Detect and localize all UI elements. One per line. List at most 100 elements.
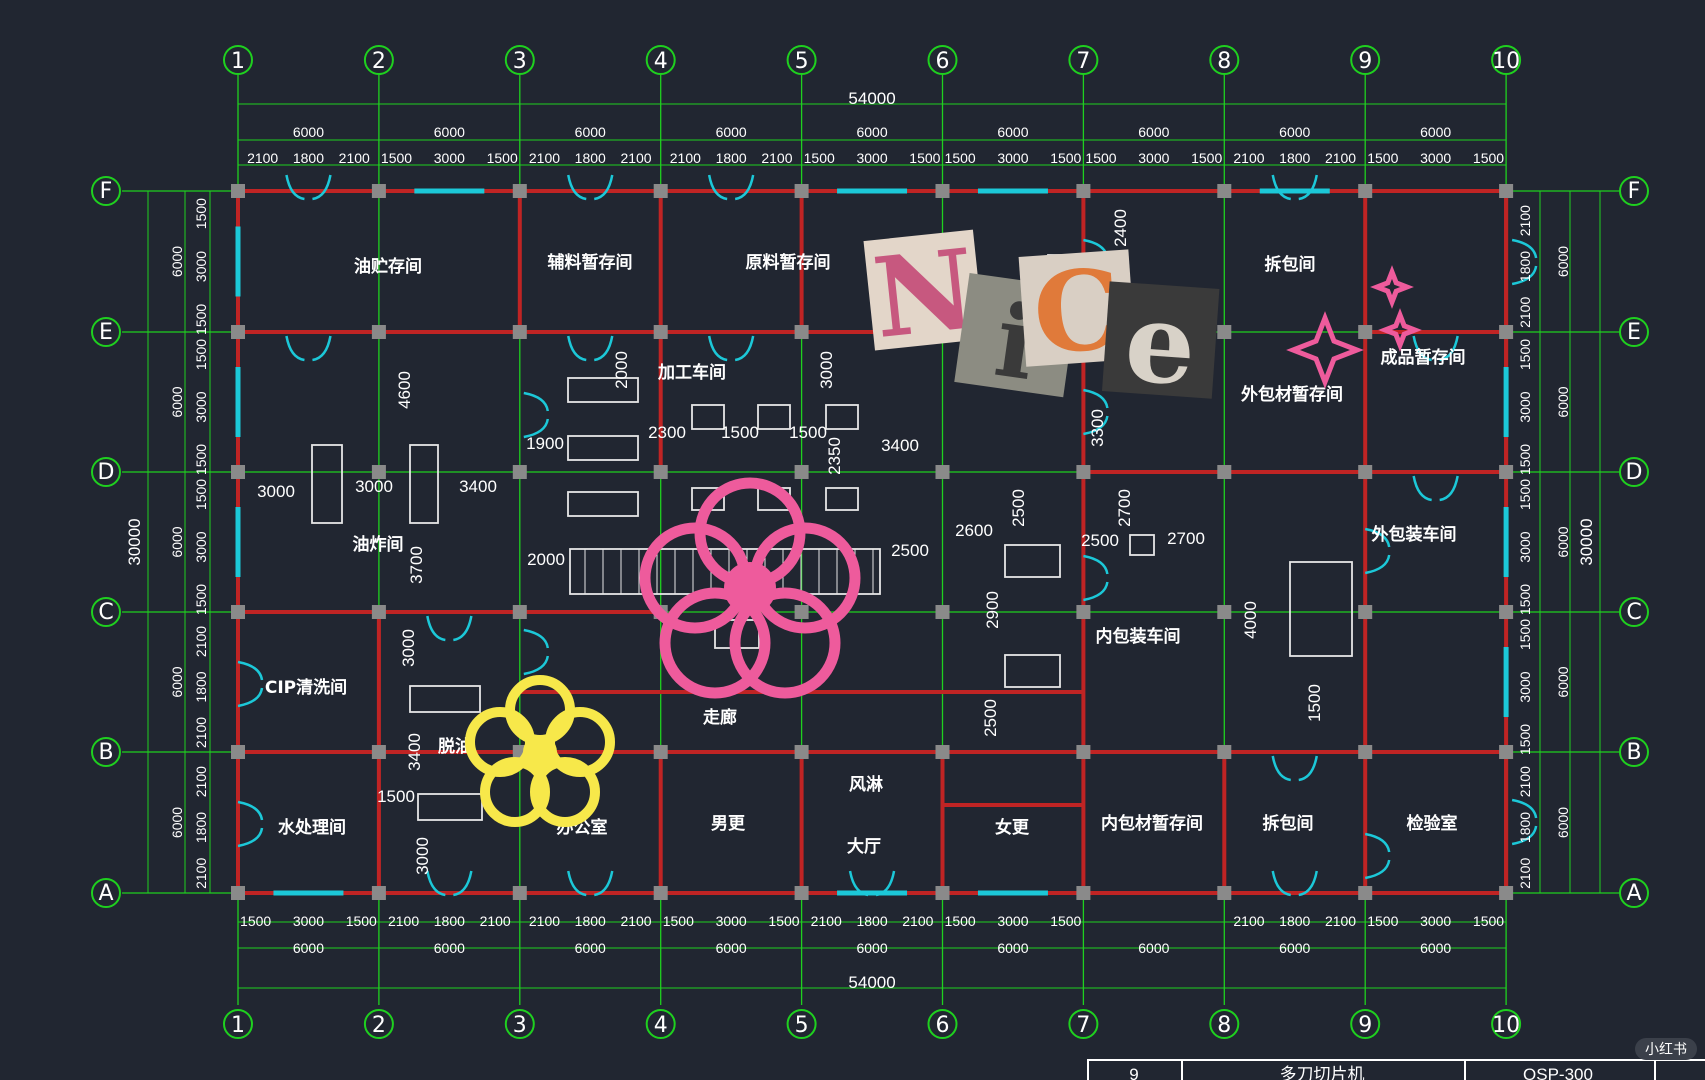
column-square (1499, 886, 1514, 900)
axis-label-row-B: B (1626, 740, 1641, 765)
axis-label-row-F: F (100, 179, 113, 204)
bottom-sub-dim: 1800 (1279, 913, 1310, 929)
bay-depth-right-0: 6000 (1555, 246, 1571, 277)
bay-depth-right-3: 6000 (1555, 666, 1571, 697)
side-sub-dim: 3000 (193, 391, 209, 422)
equipment-dimension: 2500 (981, 699, 1000, 737)
bottom-sub-dim: 3000 (293, 913, 324, 929)
top-sub-dim: 1500 (487, 150, 518, 166)
column-square (653, 465, 668, 479)
equipment-unit (691, 404, 725, 430)
column-square (935, 886, 950, 900)
equipment-unit (567, 377, 639, 403)
bay-width-top-0: 6000 (293, 124, 324, 140)
top-sub-dim: 3000 (856, 150, 887, 166)
packaging-machine (1289, 561, 1353, 657)
column-square (1358, 886, 1373, 900)
axis-label-col-8: 8 (1217, 1013, 1231, 1038)
top-sub-dim: 1500 (909, 150, 940, 166)
axis-bubble-col (927, 45, 958, 75)
overall-depth-left: 30000 (125, 518, 144, 565)
equipment-dimension: 2500 (1009, 489, 1028, 527)
axis-label-col-2: 2 (372, 49, 386, 74)
side-sub-dim: 3000 (1517, 391, 1533, 422)
bay-width-bottom-3: 6000 (716, 940, 747, 956)
equipment-dimension: 4600 (395, 371, 414, 409)
axis-label-col-5: 5 (795, 49, 809, 74)
side-sub-dim: 3000 (1517, 671, 1533, 702)
top-sub-dim: 1800 (716, 150, 747, 166)
bay-width-bottom-8: 6000 (1420, 940, 1451, 956)
axis-label-row-D: D (98, 460, 115, 485)
deoiling-machine (417, 793, 483, 821)
side-sub-dim: 2100 (1517, 297, 1533, 328)
room-label-16: 大厅 (847, 836, 881, 857)
axis-bubble-row (1619, 457, 1649, 487)
door-swing (426, 870, 473, 897)
bay-width-bottom-1: 6000 (434, 940, 465, 956)
equipment-dimension: 3700 (407, 546, 426, 584)
equipment-dimension: 1500 (1305, 684, 1324, 722)
equipment-dimension: 2600 (955, 521, 993, 540)
fryer-unit (409, 444, 439, 524)
column-square (512, 886, 527, 900)
top-sub-dim: 2100 (1325, 150, 1356, 166)
axis-label-row-B: B (98, 740, 113, 765)
room-label-18: 内包材暂存间 (1101, 813, 1203, 834)
bay-depth-left-2: 6000 (169, 526, 185, 557)
column-square (1076, 184, 1091, 198)
axis-bubble-col (927, 1009, 958, 1039)
door-swing (1083, 388, 1109, 436)
room-label-15: 男更 (711, 814, 746, 834)
axis-bubble-row (91, 597, 121, 627)
axis-bubble-col (223, 45, 253, 75)
side-sub-dim: 1800 (1517, 251, 1533, 282)
bottom-sub-dim: 1500 (945, 913, 976, 929)
column-square (231, 605, 245, 619)
column-square (231, 745, 245, 759)
column-square (935, 605, 950, 619)
bottom-sub-dim: 2100 (620, 913, 651, 929)
top-sub-dim: 1500 (1191, 150, 1222, 166)
watermark-text: 小红书 (1645, 1041, 1687, 1057)
side-sub-dim: 2100 (1517, 205, 1533, 236)
axis-bubble-col (504, 45, 535, 75)
side-sub-dim: 3000 (193, 531, 209, 562)
nice-letter: e (1121, 277, 1200, 411)
bottom-sub-dim: 2100 (811, 913, 842, 929)
axis-bubble-col (1350, 45, 1381, 75)
windows (235, 188, 1509, 896)
door-swing (1271, 755, 1318, 782)
equipment-unit (567, 491, 639, 517)
axis-label-row-C: C (1626, 600, 1641, 625)
column-square (512, 184, 527, 198)
bottom-sub-dim: 1800 (434, 913, 465, 929)
door-swing (707, 335, 755, 362)
top-sub-dim: 1500 (1473, 150, 1504, 166)
equipment-dimension: 1500 (721, 423, 759, 442)
column-square (371, 465, 386, 479)
door-swing (285, 174, 332, 201)
door-swing (1412, 475, 1459, 502)
deoiling-machine (409, 685, 481, 713)
room-label-11: 走廊 (703, 707, 737, 728)
column-square (653, 886, 668, 900)
door-swing (1511, 238, 1538, 286)
top-sub-dim: 2100 (339, 150, 370, 166)
bay-depth-right-1: 6000 (1555, 386, 1571, 417)
column-square (1358, 325, 1373, 339)
bay-width-top-1: 6000 (434, 124, 465, 140)
axis-label-col-8: 8 (1217, 49, 1231, 74)
column-square (371, 325, 386, 339)
room-label-1: 辅料暂存间 (548, 252, 633, 273)
axis-bubble-col (1209, 1009, 1240, 1039)
bay-width-bottom-0: 6000 (293, 940, 324, 956)
room-label-10: 内包装车间 (1096, 626, 1181, 647)
top-sub-dim: 3000 (997, 150, 1028, 166)
bottom-sub-dim: 3000 (716, 913, 747, 929)
column-square (1217, 745, 1232, 759)
column-square (231, 184, 245, 198)
equipment-dimension: 1500 (789, 423, 827, 442)
